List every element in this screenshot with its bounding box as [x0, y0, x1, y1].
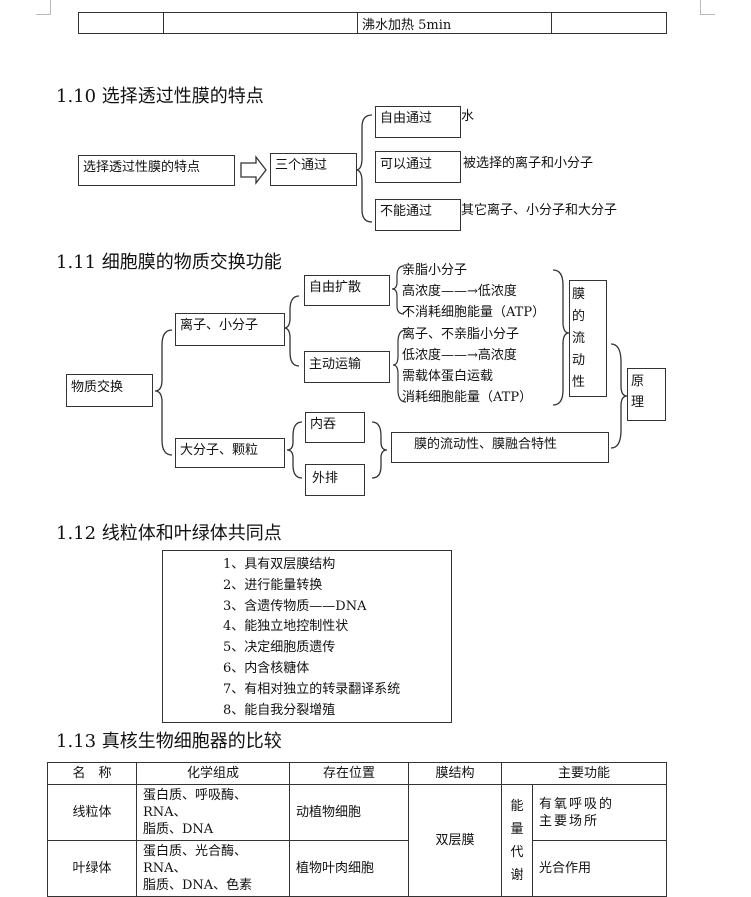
page-corner-left — [36, 0, 51, 15]
diagram2-macro-box: 大分子、颗粒 — [175, 438, 285, 468]
common-point-item: 3、含遗传物质——DNA — [223, 598, 367, 614]
common-point-item: 2、进行能量转换 — [223, 577, 323, 593]
composition-line: 脂质、DNA、色素 — [143, 878, 253, 893]
diagram1-branch-blocked-desc: 其它离子、小分子和大分子 — [461, 203, 618, 218]
diagram2-fluidity-box: 膜 的 流 动 性 — [569, 280, 607, 397]
header-location: 存在位置 — [289, 762, 409, 785]
table-header-row: 名 称 化学组成 存在位置 膜结构 主要功能 — [47, 762, 667, 785]
function-group-char: 代 — [510, 844, 524, 860]
top-cell-1 — [78, 12, 164, 34]
fluidity-char: 动 — [572, 353, 586, 368]
top-table-fragment: 沸水加热 5min — [78, 12, 667, 34]
header-function: 主要功能 — [501, 762, 667, 785]
diagram1-branch-allowed: 可以通过 — [375, 151, 461, 183]
section-heading-1-10: 1.10 选择透过性膜的特点 — [56, 86, 264, 107]
table-row: 叶绿体 蛋白质、光合酶、RNA、 脂质、DNA、色素 植物叶肉细胞 光合作用 — [47, 840, 667, 897]
header-membrane: 膜结构 — [408, 762, 502, 785]
top-cell-4 — [551, 12, 667, 34]
row-chloroplast-name: 叶绿体 — [47, 840, 137, 897]
common-point-item: 8、能自我分裂增殖 — [223, 702, 336, 718]
page-corner-right — [700, 0, 715, 15]
diagram1-branch-free-desc: 水 — [461, 109, 475, 124]
function-line: 主要场所 — [539, 813, 600, 829]
diagram2-active-line-1: 离子、不亲脂小分子 — [402, 327, 520, 342]
diagram2-ion-box: 离子、小分子 — [175, 313, 285, 346]
diagram2-active-line-2: 低浓度——→高浓度 — [402, 348, 517, 363]
diagram2-macro-desc-box: 膜的流动性、膜融合特性 — [391, 432, 609, 463]
fluidity-char: 的 — [572, 309, 586, 324]
top-cell-2 — [163, 12, 358, 34]
diagram2-exo-box: 外排 — [305, 464, 365, 496]
fluidity-char: 流 — [572, 331, 586, 346]
row-mitochondria-name: 线粒体 — [47, 784, 137, 841]
common-point-item: 5、决定细胞质遗传 — [223, 640, 336, 656]
common-point-item: 4、能独立地控制性状 — [223, 619, 349, 635]
diagram2-free-line-3: 不消耗细胞能量（ATP） — [402, 305, 546, 320]
function-line: 有氧呼吸的 — [539, 796, 615, 812]
composition-line: 脂质、DNA — [143, 822, 214, 837]
diagram2-endo-box: 内吞 — [305, 412, 365, 443]
header-composition: 化学组成 — [136, 762, 290, 785]
section-heading-1-13: 1.13 真核生物细胞器的比较 — [56, 731, 282, 752]
diagram2-free-box: 自由扩散 — [304, 275, 390, 306]
header-name: 名 称 — [47, 762, 137, 785]
common-point-item: 7、有相对独立的转录翻译系统 — [223, 681, 401, 697]
section-heading-1-11: 1.11 细胞膜的物质交换功能 — [56, 252, 282, 273]
diagram1-branch-free: 自由通过 — [375, 106, 461, 138]
row-mitochondria-location: 动植物细胞 — [289, 784, 409, 841]
common-points-box: 1、具有双层膜结构 2、进行能量转换 3、含遗传物质——DNA 4、能独立地控制… — [162, 550, 452, 723]
diagram2-principle-box: 原 理 — [627, 368, 666, 421]
row-chloroplast-composition: 蛋白质、光合酶、RNA、 脂质、DNA、色素 — [136, 840, 290, 897]
function-group-char: 谢 — [510, 867, 524, 883]
fluidity-char: 膜 — [572, 287, 586, 302]
diagram2-root-box: 物质交换 — [66, 374, 153, 407]
organelle-comparison-table: 名 称 化学组成 存在位置 膜结构 主要功能 线粒体 蛋白质、呼吸酶、RNA、 … — [47, 762, 667, 897]
diagram1-branch-blocked: 不能通过 — [375, 199, 461, 231]
table-row: 线粒体 蛋白质、呼吸酶、RNA、 脂质、DNA 动植物细胞 双层膜 能 量 代 … — [47, 784, 667, 897]
function-group-char: 能 — [510, 798, 524, 814]
row-chloroplast-location: 植物叶肉细胞 — [289, 840, 409, 897]
diagram2-free-line-1: 亲脂小分子 — [402, 263, 468, 278]
diagram1-root-box: 选择透过性膜的特点 — [78, 155, 235, 186]
common-point-item: 6、内含核糖体 — [223, 660, 310, 676]
energy-metabolism-cell: 能 量 代 谢 — [501, 784, 533, 897]
composition-line: 蛋白质、呼吸酶、RNA、 — [143, 788, 248, 820]
membrane-structure-cell: 双层膜 — [408, 784, 502, 897]
diagram1-branch-allowed-desc: 被选择的离子和小分子 — [463, 156, 594, 171]
principle-char: 理 — [631, 395, 645, 410]
row-chloroplast-function: 光合作用 — [532, 840, 667, 897]
diagram2-free-line-2: 高浓度——→低浓度 — [402, 284, 517, 299]
principle-char: 原 — [631, 374, 645, 389]
fluidity-char: 性 — [572, 375, 586, 390]
row-mitochondria-function: 有氧呼吸的 主要场所 — [532, 784, 667, 841]
section-heading-1-12: 1.12 线粒体和叶绿体共同点 — [56, 523, 282, 544]
row-mitochondria-composition: 蛋白质、呼吸酶、RNA、 脂质、DNA — [136, 784, 290, 841]
function-group-char: 量 — [510, 821, 524, 837]
top-cell-3: 沸水加热 5min — [357, 12, 552, 34]
diagram2-active-box: 主动运输 — [304, 351, 390, 383]
diagram2-active-line-4: 消耗细胞能量（ATP） — [402, 390, 533, 405]
diagram2-active-line-3: 需载体蛋白运载 — [402, 369, 494, 384]
common-point-item: 1、具有双层膜结构 — [223, 557, 336, 572]
composition-line: 蛋白质、光合酶、RNA、 — [143, 844, 248, 876]
diagram1-mid-box: 三个通过 — [270, 153, 357, 186]
